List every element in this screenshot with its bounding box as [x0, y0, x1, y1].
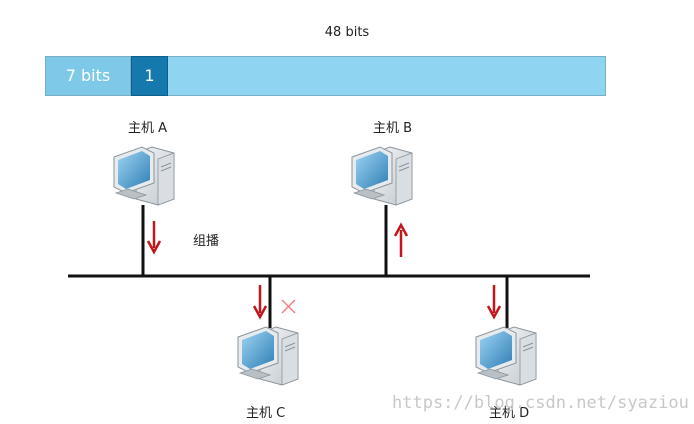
frame-total-label: 48 bits	[324, 25, 370, 40]
down-arrow-icon-host-d	[486, 285, 502, 320]
computer-icon-host-a	[113, 146, 175, 206]
computer-icon-host-c	[237, 326, 299, 386]
up-arrow-icon-host-b	[393, 222, 409, 257]
down-arrow-icon-host-a	[146, 221, 162, 255]
host-b-label: 主机 B	[373, 121, 413, 136]
host-d-label: 主机 D	[489, 406, 530, 421]
watermark-text: https://blog.csdn.net/syaziou	[392, 393, 689, 413]
frame-segment-multicast-bit: 1	[131, 56, 168, 96]
host-c-label: 主机 C	[246, 406, 286, 421]
frame-segment-first: 7 bits	[45, 56, 131, 96]
computer-icon-host-d	[475, 326, 537, 386]
host-a-label: 主机 A	[128, 121, 168, 136]
blocked-x-icon	[281, 299, 296, 314]
computer-icon-host-b	[351, 146, 413, 206]
multicast-label: 组播	[193, 234, 220, 249]
down-arrow-icon-host-c	[252, 285, 268, 320]
